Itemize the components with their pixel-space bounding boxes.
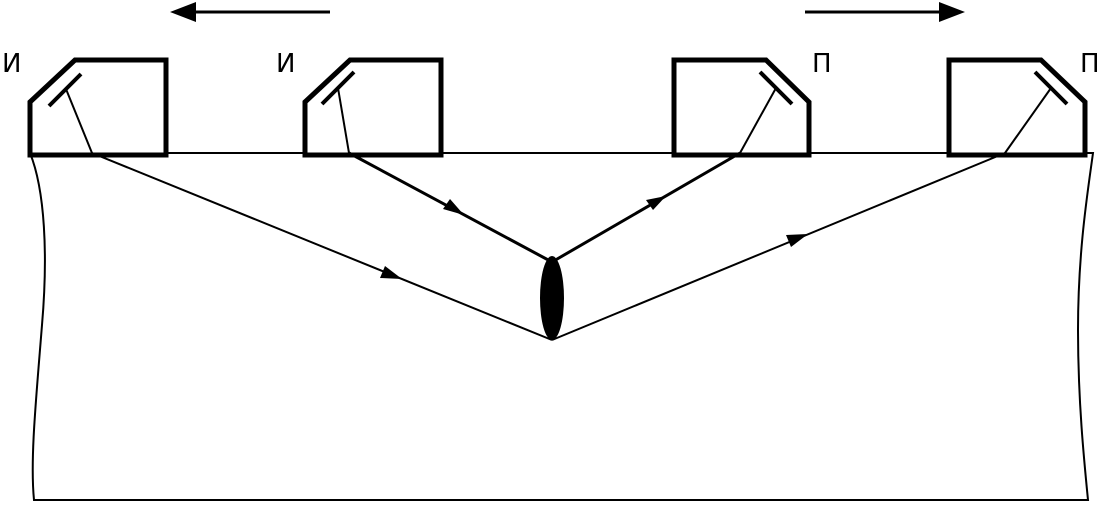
- arrow-left: [170, 2, 330, 22]
- label-probe-2: И: [276, 49, 295, 79]
- probe-receiver-outer: [946, 57, 1088, 158]
- defect-flaw: [540, 256, 564, 340]
- test-specimen: [28, 152, 1095, 501]
- probe-receiver-inner: [671, 57, 812, 158]
- probe-transmitter-outer: [27, 57, 169, 158]
- label-probe-1: И: [2, 49, 21, 79]
- label-probe-4: П: [1080, 49, 1100, 79]
- label-probe-3: П: [812, 49, 832, 79]
- beam-path-inner: [348, 151, 741, 264]
- probe-transmitter-inner: [302, 57, 444, 158]
- beam-path-outer: [91, 152, 1006, 341]
- arrow-right: [805, 2, 965, 22]
